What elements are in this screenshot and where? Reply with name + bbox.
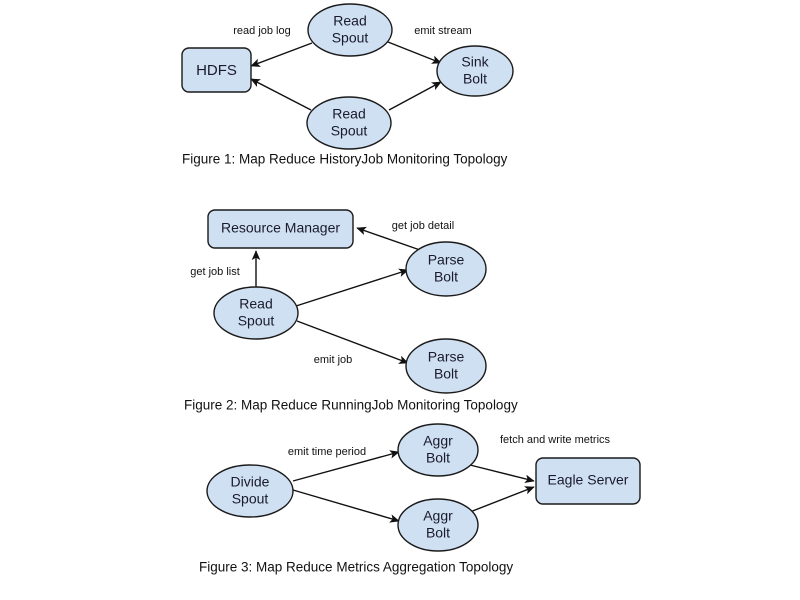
- figure-1: HDFS Read Spout Read Spout Sink Bolt r: [181, 3, 514, 167]
- edge-parse-bolt-1-to-resource-manager: [356, 226, 421, 251]
- edge-label-emit-time-period: emit time period: [288, 446, 366, 458]
- resource-manager-shape: [207, 209, 354, 249]
- node-parse-bolt-2[interactable]: Parse Bolt: [405, 338, 487, 394]
- node-eagle-server[interactable]: Eagle Server: [535, 457, 641, 505]
- read-spout-2-label-line2: Spout: [331, 123, 368, 139]
- aggr-bolt-2-shape: [397, 498, 479, 552]
- edge-divide-spout-to-aggr-bolt-2: [292, 489, 400, 523]
- read-spout-f2-label-line2: Spout: [238, 313, 275, 329]
- edge-read-spout-2-to-sink-bolt: [388, 81, 442, 111]
- edge-label-get-job-list: get job list: [190, 266, 240, 278]
- read-spout-1-label-line2: Spout: [332, 30, 369, 46]
- node-resource-manager[interactable]: Resource Manager: [207, 209, 354, 249]
- aggr-bolt-1-shape: [397, 423, 479, 477]
- read-spout-f2-label-line1: Read: [239, 296, 272, 312]
- parse-bolt-2-label-line1: Parse: [428, 349, 465, 365]
- figure-1-caption: Figure 1: Map Reduce HistoryJob Monitori…: [182, 152, 508, 167]
- node-read-spout-2[interactable]: Read Spout: [306, 96, 392, 150]
- divide-spout-shape: [206, 464, 294, 518]
- edge-label-fetch-and-write-metrics: fetch and write metrics: [500, 434, 611, 446]
- edge-read-spout-1-to-sink-bolt: [387, 41, 442, 64]
- eagle-server-shape: [535, 457, 641, 505]
- parse-bolt-2-shape: [405, 338, 487, 394]
- node-read-spout-1[interactable]: Read Spout: [307, 3, 393, 57]
- read-spout-1-shape: [307, 3, 393, 57]
- node-divide-spout[interactable]: Divide Spout: [206, 464, 294, 518]
- sink-bolt-label-line2: Bolt: [463, 71, 487, 87]
- figure-1-edges: [250, 41, 442, 111]
- figure-2-edges: [251, 226, 421, 364]
- edge-read-spout-to-parse-bolt-2: [296, 320, 409, 364]
- read-spout-2-shape: [306, 96, 392, 150]
- edge-read-spout-1-to-hdfs: [250, 42, 313, 67]
- edge-divide-spout-to-aggr-bolt-1: [292, 450, 400, 482]
- edge-aggr-bolt-1-to-eagle-server: [469, 464, 535, 483]
- read-spout-2-label-line1: Read: [332, 106, 365, 122]
- aggr-bolt-1-label-line2: Bolt: [426, 450, 450, 466]
- parse-bolt-2-label-line2: Bolt: [434, 366, 458, 382]
- edge-aggr-bolt-2-to-eagle-server: [469, 486, 535, 513]
- node-aggr-bolt-1[interactable]: Aggr Bolt: [397, 423, 479, 477]
- aggr-bolt-1-label-line1: Aggr: [423, 433, 453, 449]
- divide-spout-label-line2: Spout: [232, 491, 269, 507]
- figure-3-caption: Figure 3: Map Reduce Metrics Aggregation…: [199, 560, 513, 575]
- node-read-spout-f2[interactable]: Read Spout: [213, 286, 299, 340]
- figure-2-caption: Figure 2: Map Reduce RunningJob Monitori…: [184, 398, 518, 413]
- hdfs-shape: [181, 47, 252, 93]
- aggr-bolt-2-label-line1: Aggr: [423, 508, 453, 524]
- figure-3: Divide Spout Aggr Bolt Aggr Bolt Eagle S…: [199, 423, 641, 575]
- eagle-server-label: Eagle Server: [548, 472, 629, 488]
- edge-label-get-job-detail: get job detail: [392, 220, 454, 232]
- sink-bolt-label-line1: Sink: [461, 54, 489, 70]
- divide-spout-label-line1: Divide: [231, 474, 270, 490]
- resource-manager-label: Resource Manager: [221, 220, 340, 236]
- read-spout-1-label-line1: Read: [333, 13, 366, 29]
- hdfs-label: HDFS: [196, 62, 237, 79]
- sink-bolt-shape: [436, 45, 514, 97]
- node-parse-bolt-1[interactable]: Parse Bolt: [405, 241, 487, 297]
- node-sink-bolt[interactable]: Sink Bolt: [436, 45, 514, 97]
- edge-label-emit-stream: emit stream: [414, 25, 471, 37]
- edge-label-emit-job: emit job: [314, 354, 353, 366]
- node-aggr-bolt-2[interactable]: Aggr Bolt: [397, 498, 479, 552]
- parse-bolt-1-label-line2: Bolt: [434, 269, 458, 285]
- aggr-bolt-2-label-line2: Bolt: [426, 525, 450, 541]
- parse-bolt-1-shape: [405, 241, 487, 297]
- node-hdfs[interactable]: HDFS: [181, 47, 252, 93]
- edge-read-spout-2-to-hdfs: [250, 78, 312, 111]
- parse-bolt-1-label-line1: Parse: [428, 252, 465, 268]
- edge-read-spout-to-parse-bolt-1: [295, 268, 409, 307]
- figure-2: Resource Manager Read Spout Parse Bolt P…: [184, 209, 518, 413]
- read-spout-f2-shape: [213, 286, 299, 340]
- edge-label-read-job-log: read job log: [233, 25, 291, 37]
- figure-3-edges: [292, 450, 535, 523]
